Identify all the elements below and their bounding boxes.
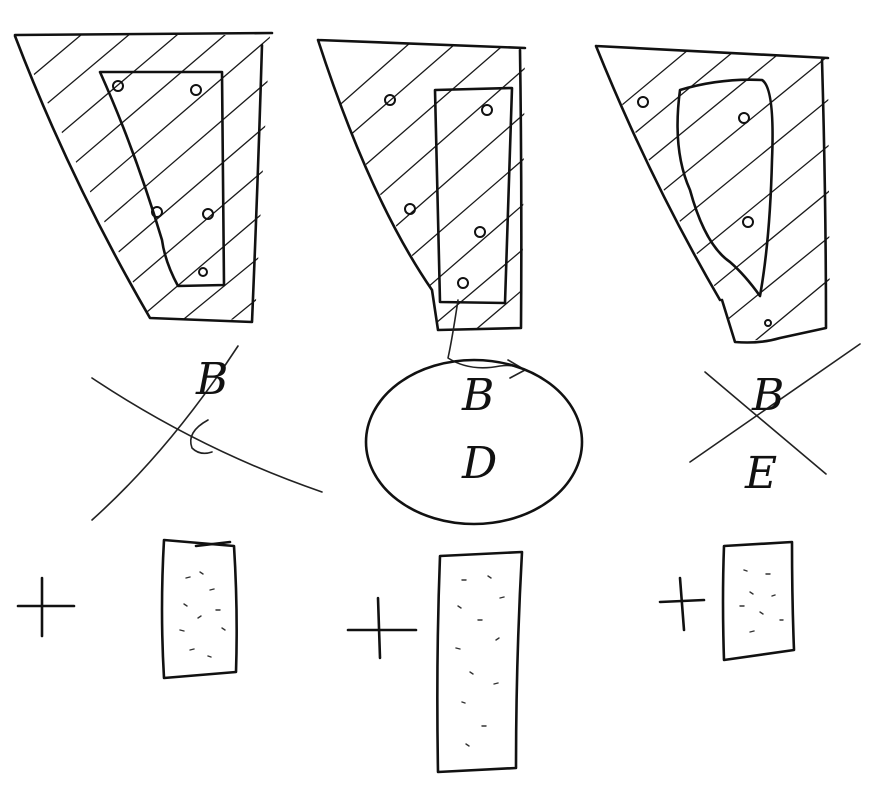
right-hatching (580, 0, 850, 370)
middle-marker (458, 278, 468, 288)
middle-marker (482, 105, 492, 115)
middle-marker (405, 204, 415, 214)
label-b-left: B (195, 354, 228, 405)
left-marker (191, 85, 201, 95)
dotted-rectangle (437, 552, 522, 772)
right-marker (739, 113, 749, 123)
right-marker (743, 217, 753, 227)
plus-sign (348, 598, 416, 658)
plus-sign (18, 578, 74, 636)
middle-circle-group: B D (366, 360, 582, 524)
right-x-lines: B E (690, 344, 860, 499)
right-marker (638, 97, 648, 107)
right-marker (765, 320, 771, 326)
left-hatched-region (0, 0, 290, 370)
label-b-center: B (461, 370, 494, 421)
left-inner-frame (100, 72, 224, 286)
left-marker (199, 268, 207, 276)
right-hatched-region (580, 0, 850, 370)
middle-marker (475, 227, 485, 237)
dotted-rectangle (723, 542, 794, 660)
label-b-right: B (751, 370, 784, 421)
left-marker (113, 81, 123, 91)
middle-hatched-region (300, 0, 540, 378)
label-d-center: D (461, 438, 497, 489)
label-e-right: E (744, 448, 777, 499)
plus-sign (660, 578, 704, 630)
middle-hatching (300, 0, 540, 360)
left-crossing-curves: B (92, 346, 322, 520)
dotted-rectangle (162, 540, 237, 678)
